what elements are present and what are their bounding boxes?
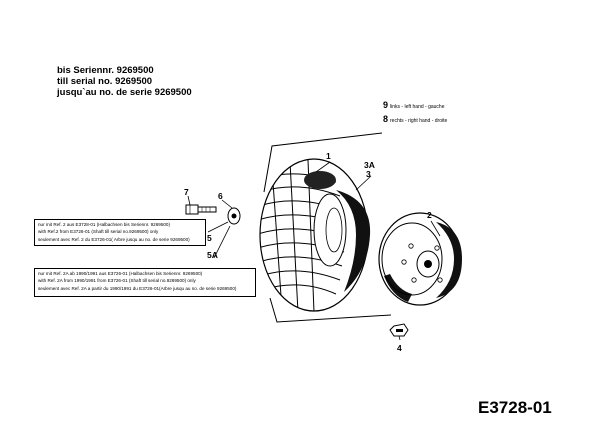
tire-illustration (259, 158, 371, 312)
callout-bolt: 7 (184, 187, 189, 197)
note-ref2a-box: nur mit Ref. 2A ab 1990/1991 aus E3726-0… (34, 268, 256, 297)
callout-shaft-alt: 5A (207, 250, 218, 260)
note-ref2a-line-de: nur mit Ref. 2A ab 1990/1991 aus E3726-0… (38, 271, 203, 276)
header-serial-fr: jusqu`au no. de serie 9269500 (57, 87, 192, 98)
note-ref2-line-de: nur mit Ref. 2 aus E3728-01 (Halbachsen … (38, 222, 171, 227)
washer-illustration (227, 207, 241, 225)
side-right-text: rechts - right hand - droite (390, 118, 448, 124)
callout-shaft: 5 (207, 233, 212, 243)
diagram-code: E3728-01 (478, 398, 552, 417)
note-ref2-box: nur mit Ref. 2 aus E3728-01 (Halbachsen … (34, 219, 206, 246)
side-left-number: 9 (383, 100, 389, 110)
note-ref2a-line-fr: seulement avec Ref. 2A a partir du 1990/… (38, 285, 237, 291)
leader-lines (187, 161, 441, 341)
callout-washer: 6 (218, 191, 223, 201)
side-left-text: links - left hand - gauche (390, 104, 445, 110)
callout-rim: 2 (427, 210, 432, 220)
side-right-number: 8 (383, 114, 389, 124)
header-serial-en: till serial no. 9269500 (57, 76, 153, 87)
header-serial-de: bis Seriennr. 9269500 (57, 65, 154, 76)
callout-nut: 4 (397, 343, 402, 353)
assembly-bracket (263, 132, 392, 323)
callout-valve-alt: 3A (364, 160, 375, 170)
note-ref2-line-fr: seulement avec Ref. 2 du E3726-01( Arbre… (38, 236, 190, 242)
note-ref2-line-en: with Ref.2 from E3726-01 (Shaft till ser… (38, 229, 159, 235)
callout-valve: 3 (366, 169, 371, 179)
bolt-illustration (185, 204, 217, 215)
rim-illustration (378, 212, 462, 306)
valve-nut-illustration (389, 323, 409, 337)
note-ref2a-line-en: with Ref. 2A from 1990/1991 from E3726-0… (38, 278, 196, 284)
callout-tire: 1 (326, 151, 331, 161)
